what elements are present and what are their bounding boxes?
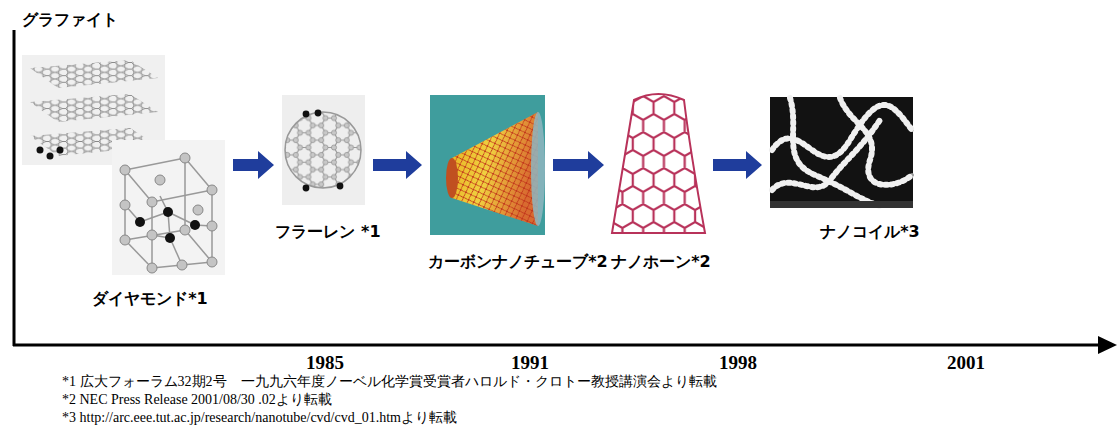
footnote: *2 NEC Press Release 2001/08/30 .02より転載 [62, 392, 332, 408]
figure-label: カーボンナノチューブ*2 [428, 252, 608, 272]
footnote: *3 http://arc.eee.tut.ac.jp/research/nan… [62, 410, 457, 426]
fullerene-figure: フラーレン *1 [282, 95, 365, 205]
figure-label: ナノコイル*3 [820, 222, 920, 242]
footnote: *1 広大フォーラム32期2号 一九九六年度ノーベル化学賞受賞者ハロルド・クロト… [62, 374, 717, 390]
nanocoil-figure: ナノコイル*3 [770, 97, 913, 208]
diamond-figure: ダイヤモンド*1 [112, 140, 225, 275]
nanotube-figure: カーボンナノチューブ*2 [430, 95, 545, 235]
flow-arrow [373, 151, 422, 179]
figure-label: フラーレン *1 [275, 222, 380, 242]
flow-arrow [713, 151, 762, 179]
figure-label: ダイヤモンド*1 [92, 289, 208, 309]
flow-arrow [553, 151, 604, 179]
figure-label: グラファイト [22, 10, 118, 30]
nanohorn-figure: ナノホーン*2 [612, 95, 705, 235]
graphite-figure: グラファイト [22, 55, 165, 165]
year-label: 1985 [306, 352, 344, 374]
flow-arrow [233, 151, 274, 179]
year-label: 1991 [511, 352, 549, 374]
year-label: 2001 [947, 352, 985, 374]
figure-label: ナノホーン*2 [611, 252, 711, 272]
year-label: 1998 [719, 352, 757, 374]
